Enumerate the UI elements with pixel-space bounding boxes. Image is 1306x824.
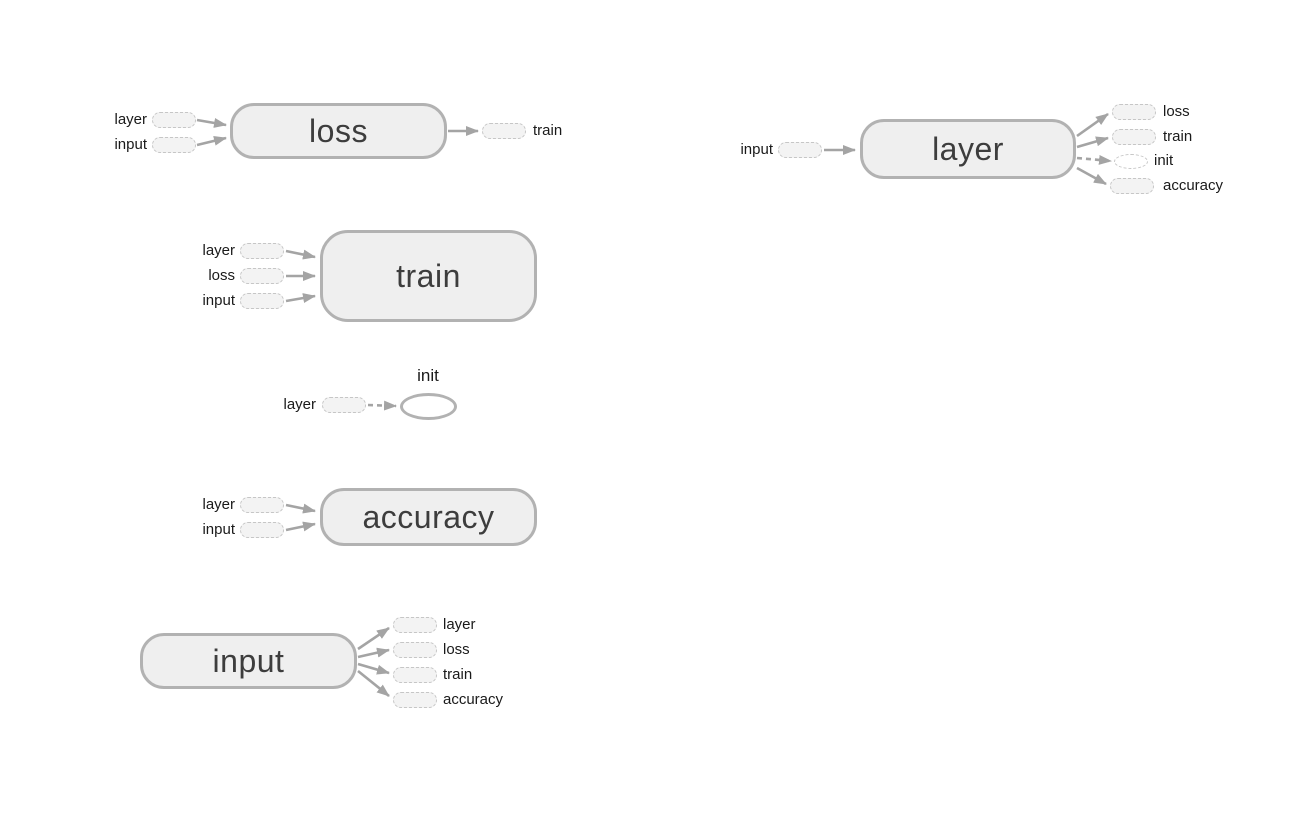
node-train[interactable]: train — [320, 230, 537, 322]
edge-input-to-layer-out — [357, 626, 390, 651]
train-in-label-loss: loss — [208, 267, 235, 284]
input-out-label-loss: loss — [443, 641, 470, 658]
edge-layer-to-accuracy — [285, 503, 316, 514]
train-in-port-input[interactable] — [240, 293, 284, 309]
loss-in-port-layer[interactable] — [152, 112, 196, 128]
edge-input-to-accuracy — [285, 521, 316, 532]
edge-input-to-train — [285, 293, 316, 303]
edge-layer-to-init-out — [1076, 154, 1112, 165]
train-in-label-layer: layer — [202, 242, 235, 259]
node-layer-label: layer — [932, 130, 1004, 167]
init-in-label-layer: layer — [283, 396, 316, 413]
edge-layer-to-init — [367, 400, 397, 411]
accuracy-in-port-layer[interactable] — [240, 497, 284, 513]
layer-out-port-loss[interactable] — [1112, 104, 1156, 120]
layer-in-port-input[interactable] — [778, 142, 822, 158]
input-out-port-train[interactable] — [393, 667, 437, 683]
train-in-label-input: input — [202, 292, 235, 309]
input-out-port-loss[interactable] — [393, 642, 437, 658]
node-init[interactable] — [400, 393, 457, 420]
layer-out-port-train[interactable] — [1112, 129, 1156, 145]
node-accuracy[interactable]: accuracy — [320, 488, 537, 546]
edge-input-to-loss-out — [357, 647, 390, 659]
layer-out-label-train: train — [1163, 128, 1193, 145]
edge-layer-to-loss-out — [1076, 112, 1109, 138]
input-out-port-accuracy[interactable] — [393, 692, 437, 708]
input-out-label-train: train — [443, 666, 473, 683]
edge-layer-to-train-out — [1076, 136, 1109, 149]
node-train-label: train — [396, 257, 461, 294]
layer-out-label-loss: loss — [1163, 103, 1190, 120]
loss-in-label-input: input — [114, 136, 147, 153]
edge-layer-to-loss — [196, 118, 227, 128]
node-layer[interactable]: layer — [860, 119, 1076, 179]
loss-out-label-train: train — [533, 122, 563, 139]
init-in-port-layer[interactable] — [322, 397, 366, 413]
input-out-label-layer: layer — [443, 616, 476, 633]
accuracy-in-label-layer: layer — [202, 496, 235, 513]
layer-out-label-accuracy: accuracy — [1163, 177, 1224, 194]
loss-in-label-layer: layer — [114, 111, 147, 128]
layer-out-port-accuracy[interactable] — [1110, 178, 1154, 194]
node-init-title: init — [417, 366, 439, 385]
train-in-port-layer[interactable] — [240, 243, 284, 259]
layer-in-label-input: input — [740, 141, 773, 158]
edge-input-to-loss — [196, 135, 227, 147]
layer-out-label-init: init — [1154, 152, 1174, 169]
edge-input-to-accuracy-out — [357, 669, 390, 698]
loss-out-port-train[interactable] — [482, 123, 526, 139]
input-out-label-accuracy: accuracy — [443, 691, 504, 708]
loss-in-port-input[interactable] — [152, 137, 196, 153]
train-in-port-loss[interactable] — [240, 268, 284, 284]
layer-out-port-init[interactable] — [1114, 154, 1148, 169]
edge-layer-to-train — [285, 249, 316, 260]
accuracy-in-port-input[interactable] — [240, 522, 284, 538]
node-loss[interactable]: loss — [230, 103, 447, 159]
node-input-label: input — [212, 642, 285, 679]
node-loss-label: loss — [309, 112, 368, 149]
accuracy-in-label-input: input — [202, 521, 235, 538]
node-accuracy-label: accuracy — [362, 498, 495, 535]
edge-input-to-train-out — [357, 662, 390, 675]
edge-layer-to-accuracy-out — [1076, 166, 1107, 186]
input-out-port-layer[interactable] — [393, 617, 437, 633]
node-input[interactable]: input — [140, 633, 357, 689]
